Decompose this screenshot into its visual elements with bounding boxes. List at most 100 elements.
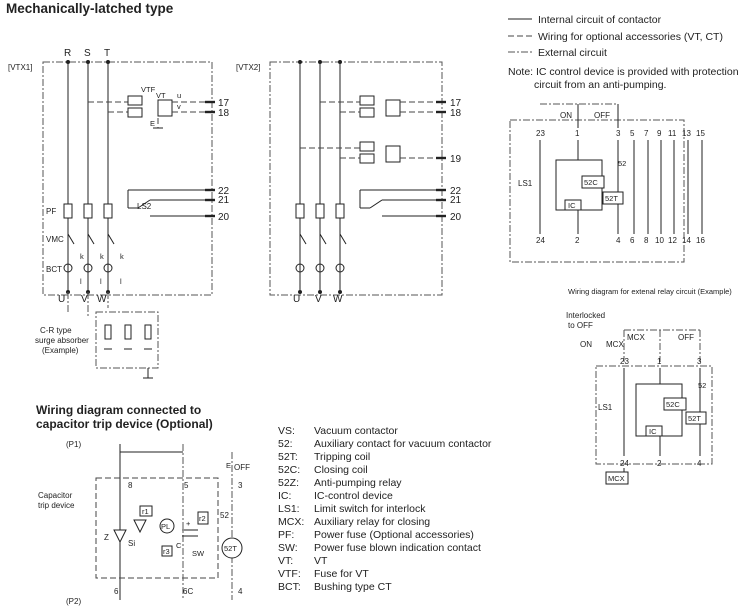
relay-52c-label: 52C: [666, 400, 680, 409]
relay-bot-24: 24: [620, 459, 629, 468]
abbr-key: BCT:: [278, 581, 301, 593]
vtx2-tag: [VTX2]: [236, 63, 260, 72]
ctrl-bot-6: 6: [630, 236, 635, 245]
ctrl-top-13: 13: [682, 129, 691, 138]
abbr-key: LS1:: [278, 503, 300, 515]
vtx2-diagram: [VTX2] 17 18 19 22 21 20: [236, 60, 462, 305]
ctrl-bot-2: 2: [575, 236, 580, 245]
ctrl-ls1-label: LS1: [518, 179, 533, 188]
abbr-value: Power fuse (Optional accessories): [314, 529, 474, 541]
vtx1-u-label: u: [177, 91, 181, 100]
vtx1-l-label: l: [80, 277, 82, 286]
relay-mcx-mid: MCX: [606, 340, 624, 349]
ctrl-bot-12: 12: [668, 236, 677, 245]
abbr-key: VT:: [278, 555, 293, 567]
vtx2-term-22: 22: [450, 186, 462, 197]
relay-ic-label: IC: [649, 427, 657, 436]
captrip-device-1: Capacitor: [38, 491, 73, 500]
vtx1-out-v: V: [81, 294, 88, 305]
captrip-r2: r2: [199, 514, 206, 523]
abbr-key: VS:: [278, 425, 295, 437]
legend-optional: Wiring for optional accessories (VT, CT): [538, 31, 723, 43]
abbr-key: 52C:: [278, 464, 300, 476]
vtx2-term-20: 20: [450, 212, 462, 223]
vtx1-term-21: 21: [218, 195, 230, 206]
vtx1-phase-s: S: [84, 48, 91, 59]
ctrl-top-7: 7: [644, 129, 649, 138]
vtx1-term-22: 22: [218, 186, 230, 197]
vtx1-out-u: U: [58, 294, 65, 305]
note-line-1: Note: IC control device is provided with…: [508, 66, 739, 78]
abbr-value: IC-control device: [314, 490, 393, 502]
abbr-key: VTF:: [278, 568, 301, 580]
relay-interlock-1: Interlocked: [566, 311, 605, 320]
relay-mcx-top: MCX: [627, 333, 645, 342]
vtx1-k-label: k: [100, 252, 104, 261]
relay-mcx-box: MCX: [608, 474, 625, 483]
vtx1-vt-label: VT: [156, 91, 166, 100]
abbr-key: 52Z:: [278, 477, 299, 489]
vtx1-tag: [VTX1]: [8, 63, 32, 72]
captrip-sw: SW: [192, 549, 205, 558]
abbr-value: Power fuse blown indication contact: [314, 542, 481, 554]
vtx1-ls2-label: LS2: [137, 202, 152, 211]
ctrl-top-3: 3: [616, 129, 621, 138]
abbr-value: Anti-pumping relay: [314, 477, 402, 489]
abbr-key: IC:: [278, 490, 291, 502]
captrip-pl: PL: [161, 522, 170, 531]
abbr-value: Limit switch for interlock: [314, 503, 426, 515]
abbr-value: Bushing type CT: [314, 581, 392, 593]
vtx2-term-21: 21: [450, 195, 462, 206]
vtx1-v-label: v: [177, 102, 181, 111]
vtx2-term-19: 19: [450, 154, 462, 165]
abbr-value: Closing coil: [314, 464, 368, 476]
captrip-si: Si: [128, 539, 135, 548]
captrip-t5: 5: [184, 481, 189, 490]
relay-off-label: OFF: [678, 333, 694, 342]
ctrl-bot-8: 8: [644, 236, 649, 245]
abbr-key: MCX:: [278, 516, 304, 528]
ctrl-ic-label: IC: [568, 201, 576, 210]
captrip-t6: 6: [114, 587, 119, 596]
vtx1-bct-label: BCT: [46, 265, 62, 274]
relay-52-label: 52: [698, 381, 706, 390]
ctrl-on-label: ON: [560, 111, 572, 120]
vtx1-e-label: E: [150, 119, 155, 128]
legend: Internal circuit of contactor Wiring for…: [508, 14, 739, 91]
ctrl-bot-16: 16: [696, 236, 705, 245]
ctrl-top-23: 23: [536, 129, 545, 138]
abbr-value: VT: [314, 555, 328, 567]
captrip-device-2: trip device: [38, 501, 75, 510]
captrip-off: OFF: [234, 463, 250, 472]
captrip-52: 52: [220, 511, 229, 520]
captrip-52t: 52T: [224, 544, 237, 553]
vtx1-term-17: 17: [218, 98, 230, 109]
captrip-r3: r3: [163, 547, 170, 556]
captrip-t8: 8: [128, 481, 133, 490]
note-line-2: circuit from an anti-pumping.: [534, 79, 666, 91]
ctrl-52t-label: 52T: [605, 194, 618, 203]
ctrl-bot-14: 14: [682, 236, 691, 245]
ctrl-52c-label: 52C: [584, 178, 598, 187]
abbr-value: Fuse for VT: [314, 568, 369, 580]
abbr-key: PF:: [278, 529, 294, 541]
vtx1-diagram: [VTX1] R S T VTF VT u v E 17 18 LS2: [8, 48, 230, 379]
captrip-t4: 4: [238, 587, 243, 596]
vtx2-term-17: 17: [450, 98, 462, 109]
surge-label-3: (Example): [42, 346, 79, 355]
abbr-value: Vacuum contactor: [314, 425, 398, 437]
vtx1-vtf-label: VTF: [141, 85, 156, 94]
vtx1-term-18: 18: [218, 108, 230, 119]
ctrl-52-label: 52: [618, 159, 626, 168]
vtx2-out-u: U: [293, 294, 300, 305]
surge-label-2: surge absorber: [35, 336, 89, 345]
captrip-z: Z: [104, 533, 109, 542]
vtx1-out-w: W: [97, 294, 107, 305]
capacitor-trip-diagram: Wiring diagram connected to capacitor tr…: [36, 403, 250, 606]
relay-top-3: 3: [697, 357, 702, 366]
captrip-p1: (P1): [66, 440, 81, 449]
relay-ls1-label: LS1: [598, 403, 613, 412]
abbr-key: 52:: [278, 438, 293, 450]
captrip-t6c: 6C: [183, 587, 193, 596]
